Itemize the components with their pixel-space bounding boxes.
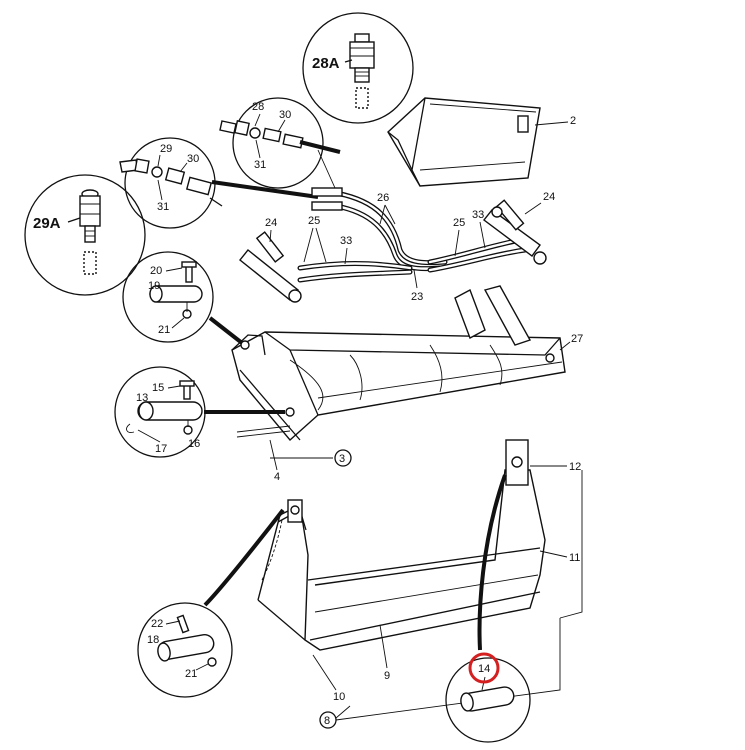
callout-3: 3 [339, 453, 345, 465]
coupler-leader-lines [211, 149, 336, 199]
callout-15: 15 [152, 382, 164, 394]
callout-25-left: 25 [308, 215, 320, 227]
callout-19: 19 [148, 280, 160, 292]
callout-9: 9 [384, 670, 390, 682]
highlight-ring-14 [468, 652, 500, 684]
detail-circle-bushing-14 [445, 474, 531, 743]
callout-26: 26 [377, 192, 389, 204]
callout-27: 27 [571, 333, 583, 345]
callout-24-left: 24 [265, 217, 277, 229]
callout-10: 10 [333, 691, 345, 703]
callout-4: 4 [274, 471, 280, 483]
callout-17: 17 [155, 443, 167, 455]
callout-31-upper: 31 [254, 159, 266, 171]
callout-20: 20 [150, 265, 162, 277]
callout-8: 8 [324, 715, 330, 727]
callout-2: 2 [570, 115, 576, 127]
callout-11: 11 [569, 552, 580, 564]
callout-14: 14 [478, 663, 490, 675]
bucket-lower [257, 439, 546, 651]
callout-23: 23 [411, 291, 423, 303]
callout-31-lower: 31 [157, 201, 169, 213]
callout-28: 28 [252, 101, 264, 113]
callout-8-marker [319, 618, 561, 729]
callout-30-upper: 30 [279, 109, 291, 121]
callout-24-right: 24 [543, 191, 555, 203]
detail-circle-29a [24, 174, 146, 296]
detail-circle-couplers-upper [219, 97, 341, 189]
callout-13: 13 [136, 392, 148, 404]
callout-29: 29 [160, 143, 172, 155]
callout-21-lower: 21 [185, 668, 197, 680]
callout-12: 12 [569, 461, 581, 473]
callout-21-upper: 21 [158, 324, 170, 336]
callout-18: 18 [147, 634, 159, 646]
callout-29a: 29A [33, 215, 61, 232]
cylinder-24-left [239, 231, 302, 303]
detail-circle-28a [302, 12, 414, 124]
bucket-part-2 [387, 97, 569, 187]
loader-frame-27 [231, 285, 571, 442]
callout-33-right: 33 [472, 209, 484, 221]
cylinder-24-right [483, 199, 547, 265]
detail-circle-pin-lower [114, 366, 285, 458]
callout-28a: 28A [312, 55, 340, 72]
detail-circle-pin-upper [122, 251, 244, 345]
callout-22: 22 [151, 618, 163, 630]
callout-3-marker [270, 449, 352, 467]
callout-25-right: 25 [453, 217, 465, 229]
detail-circle-pin-bucket [137, 508, 285, 698]
callout-16: 16 [188, 438, 200, 450]
callout-30-lower: 30 [187, 153, 199, 165]
hydraulic-hoses [297, 187, 528, 283]
callout-33-left: 33 [340, 235, 352, 247]
